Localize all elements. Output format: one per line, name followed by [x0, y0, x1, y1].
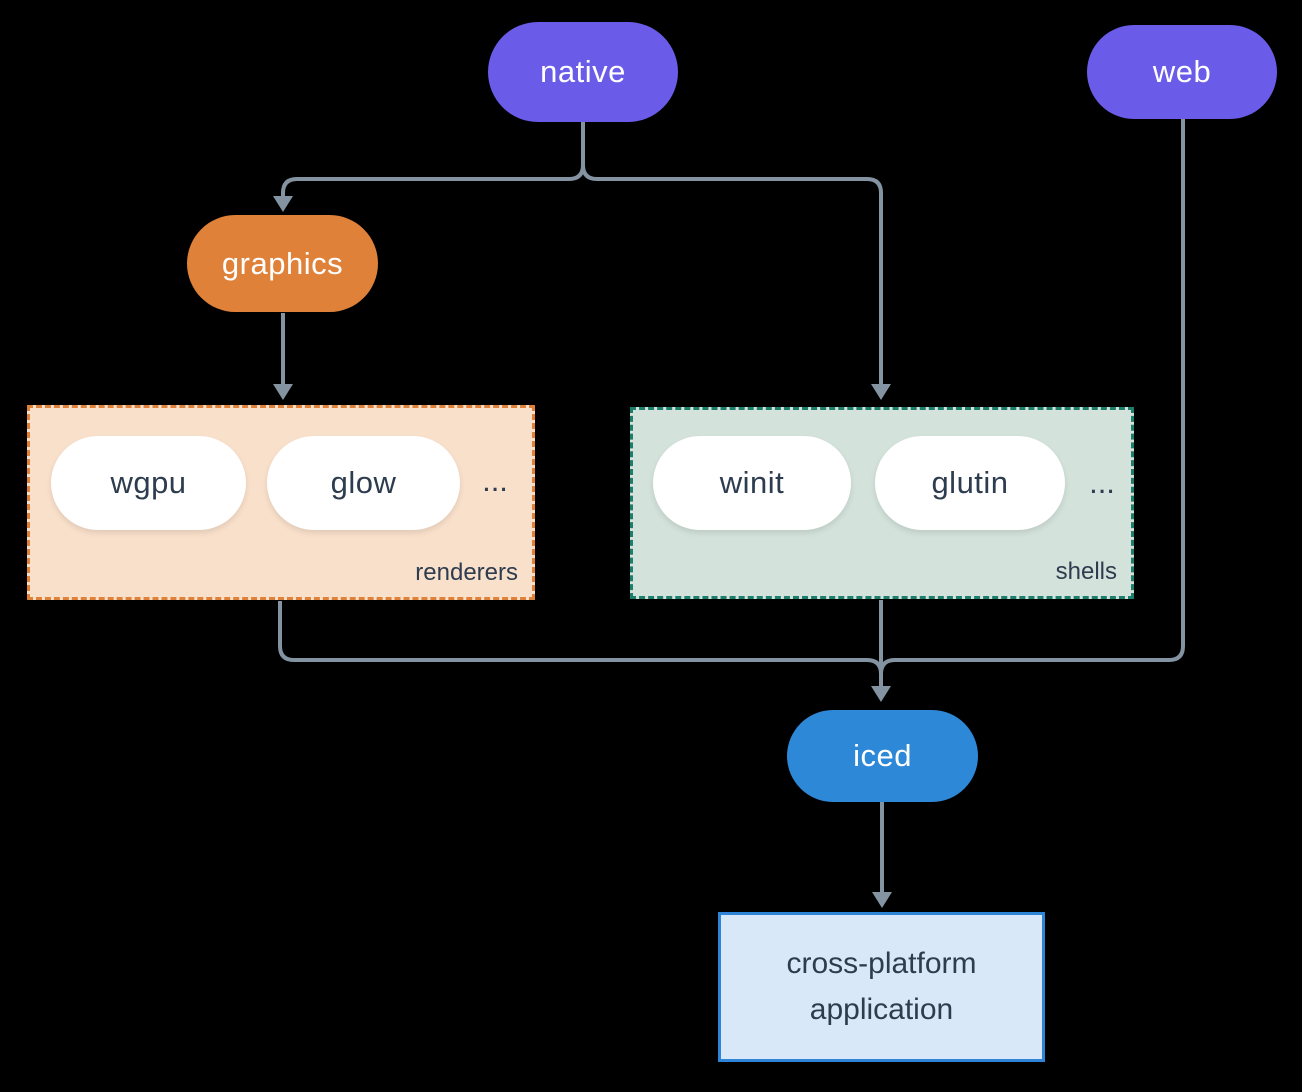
node-native-label: native: [540, 54, 626, 89]
node-native: native: [488, 22, 678, 122]
node-glow: glow: [267, 436, 460, 530]
edge-renderers-iced: [278, 601, 883, 675]
arrowhead-into-application: [872, 892, 892, 908]
node-winit-label: winit: [719, 465, 785, 500]
renderers-group-label: renderers: [415, 559, 518, 586]
node-glutin: glutin: [875, 436, 1065, 530]
node-iced: iced: [787, 710, 978, 802]
group-shells: winit glutin ... shells: [630, 407, 1134, 599]
group-renderers: wgpu glow ... renderers: [27, 405, 535, 600]
node-glutin-label: glutin: [931, 465, 1009, 500]
shells-ellipsis: ...: [1089, 465, 1115, 500]
node-graphics-label: graphics: [221, 245, 344, 281]
arrowhead-into-graphics: [273, 196, 293, 212]
node-graphics: graphics: [187, 215, 378, 312]
node-glow-label: glow: [330, 465, 397, 500]
edge-native-shells: [581, 164, 883, 384]
arrowhead-into-renderers: [273, 384, 293, 400]
node-winit: winit: [653, 436, 851, 530]
node-iced-label: iced: [853, 738, 912, 773]
node-cross-platform-application: cross-platform application: [718, 912, 1045, 1062]
node-wgpu-label: wgpu: [110, 465, 187, 500]
edge-native-graphics: [281, 122, 585, 196]
shells-group-label: shells: [1055, 558, 1117, 585]
arrowhead-into-iced: [871, 686, 891, 702]
arrowhead-into-shells: [871, 384, 891, 400]
application-label-line2: application: [809, 993, 954, 1026]
node-web-label: web: [1152, 54, 1212, 89]
node-web: web: [1087, 25, 1277, 119]
renderers-ellipsis: ...: [482, 463, 508, 498]
node-wgpu: wgpu: [51, 436, 246, 530]
application-label-line1: cross-platform: [786, 947, 977, 980]
